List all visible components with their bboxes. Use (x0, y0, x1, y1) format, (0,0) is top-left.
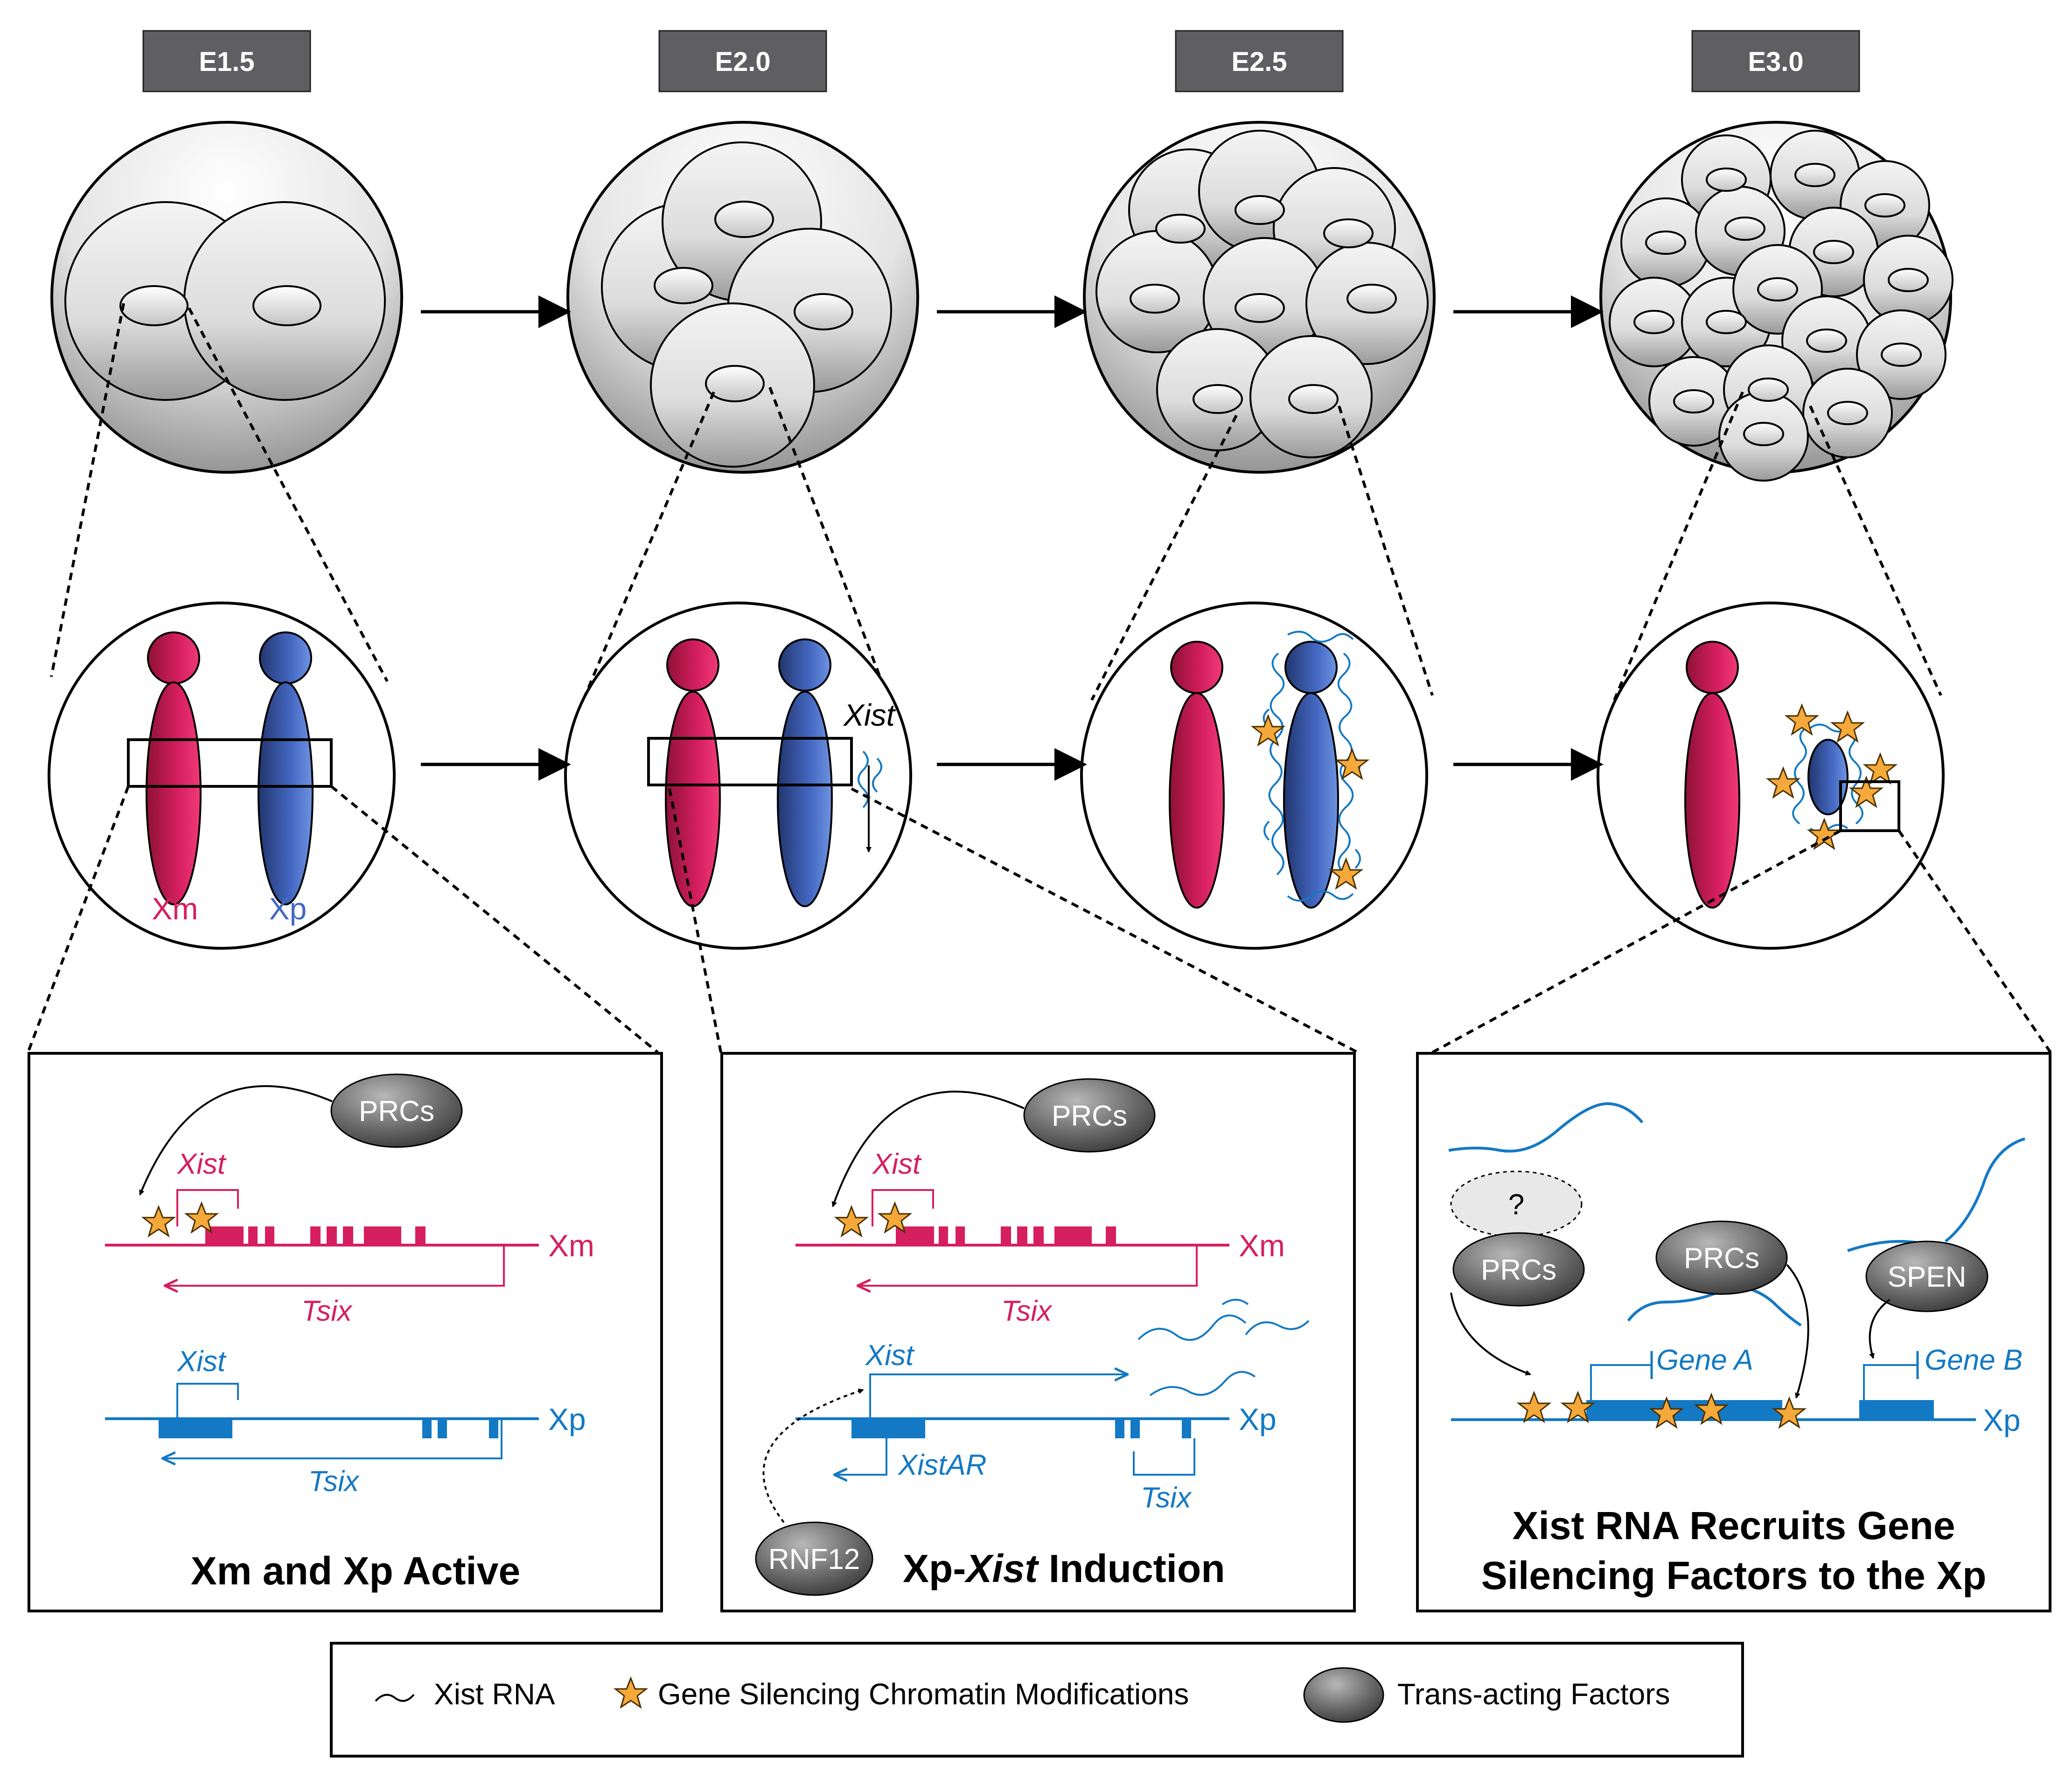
legend-silencing: Gene Silencing Chromatin Modifications (658, 1677, 1189, 1711)
prcs-factor: PRCs (1023, 1078, 1156, 1153)
legend-xist-rna: Xist RNA (434, 1677, 555, 1711)
xp-chromosome (1283, 641, 1339, 909)
xp-gene-track: Xist XistAR Tsix Xp (795, 1299, 1310, 1514)
prcs-factor-label: PRCs (1481, 1254, 1556, 1286)
unknown-factor: ? (1450, 1170, 1583, 1238)
stage-label-e30: E3.0 (1691, 30, 1860, 92)
caption-suffix: Induction (1038, 1547, 1225, 1590)
caption-prefix: Xp- (903, 1547, 966, 1590)
embryo-8-cell (1083, 121, 1436, 474)
tsix-gene-label: Tsix (1141, 1482, 1192, 1514)
xp-gene-track: Gene A Gene B Xp (1451, 1344, 2023, 1437)
embryo-16-cell (1599, 121, 1953, 482)
caption-italic: Xist (964, 1547, 1039, 1590)
gene-a-label: Gene A (1656, 1344, 1753, 1376)
legend-factors: Trans-acting Factors (1397, 1677, 1670, 1711)
xm-strand-label: Xm (548, 1228, 594, 1263)
xp-chromosome (777, 638, 833, 907)
spen-factor: SPEN (1865, 1240, 1988, 1312)
tsix-gene-label: Tsix (301, 1295, 353, 1327)
panel-caption-line1: Xist RNA Recruits Gene (1512, 1504, 1955, 1548)
xp-strand-label: Xp (1239, 1402, 1277, 1436)
xp-gene-track: Xist Tsix Xp (105, 1345, 586, 1498)
stage-label-text: E1.5 (199, 47, 254, 77)
zoom-box (1839, 780, 1900, 832)
xm-strand-label: Xm (1239, 1228, 1285, 1263)
prcs-factor-label: PRCs (1052, 1100, 1127, 1132)
panel-xp-xist-induction: PRCs Xist Tsix Xm (720, 1052, 1356, 1612)
xp-strand-label: Xp (548, 1402, 586, 1436)
spen-factor-label: SPEN (1888, 1261, 1967, 1293)
nucleus-e25 (1080, 602, 1428, 950)
xist-gene-label: Xist (176, 1148, 227, 1180)
xist-label: Xist (843, 698, 896, 732)
rnf12-factor: RNF12 (755, 1521, 873, 1596)
xist-rna-transcripts (1137, 1299, 1310, 1396)
xm-chromosome (665, 638, 721, 907)
xm-chromosome (146, 631, 202, 905)
panel-caption: Xm and Xp Active (191, 1549, 520, 1593)
embryo-2-cell (50, 121, 403, 474)
nucleus-e20: Xist (564, 602, 912, 950)
prcs-factor-label: PRCs (1684, 1242, 1759, 1275)
zoom-box (127, 738, 333, 788)
zoom-lines-bottom (27, 785, 2052, 1054)
prcs-factor: PRCs (330, 1073, 463, 1148)
xm-chromosome (1169, 641, 1225, 909)
xist-rna-wave (872, 757, 882, 793)
panel-caption: Xp-Xist Induction (903, 1547, 1225, 1590)
xist-gene-label: Xist (176, 1345, 227, 1378)
rnf12-factor-label: RNF12 (768, 1543, 860, 1576)
panel-caption-line2: Silencing Factors to the Xp (1481, 1554, 1987, 1597)
prcs-factor-left: PRCs (1452, 1232, 1585, 1307)
prcs-factor-center: PRCs (1655, 1220, 1788, 1295)
stage-label-text: E2.0 (715, 47, 770, 77)
xp-chromosome (258, 631, 314, 905)
unknown-factor-label: ? (1508, 1189, 1524, 1221)
factor-legend-icon (1303, 1667, 1384, 1723)
xm-gene-track: Xist Tsix Xm (795, 1148, 1285, 1327)
xp-label: Xp (269, 891, 307, 926)
stage-label-e20: E2.0 (658, 30, 827, 92)
xp-chromosome-condensed (1807, 739, 1849, 815)
stage-label-text: E2.5 (1231, 47, 1287, 77)
xm-label: Xm (152, 891, 198, 926)
stage-label-text: E3.0 (1748, 47, 1803, 77)
recruit-arrows (1450, 1264, 1891, 1399)
legend: Xist RNA Gene Silencing Chromatin Modifi… (330, 1642, 1744, 1758)
embryo-4-cell (566, 121, 919, 474)
xistar-gene-label: XistAR (897, 1449, 986, 1481)
xist-gene-label: Xist (872, 1148, 922, 1180)
gene-b-label: Gene B (1925, 1344, 2023, 1376)
zoom-box (647, 737, 853, 786)
xist-gene-label: Xist (865, 1339, 915, 1372)
xm-gene-track: Xist Tsix Xm (105, 1148, 594, 1327)
nucleus-e15: Xm Xp (48, 602, 396, 950)
stage-label-e15: E1.5 (142, 30, 311, 92)
nucleus-e30 (1597, 602, 1945, 950)
tsix-gene-label: Tsix (308, 1465, 360, 1498)
stage-label-e25: E2.5 (1175, 30, 1344, 92)
panel-xist-recruits: ? PRCs PRCs SPEN Gene A Gene (1416, 1052, 2051, 1612)
zoom-lines-top (50, 303, 1942, 701)
tsix-gene-label: Tsix (1001, 1295, 1053, 1327)
xp-strand-label: Xp (1983, 1403, 2021, 1437)
prcs-factor-label: PRCs (359, 1095, 434, 1128)
panel-xm-xp-active: PRCs Xist Tsix Xm (28, 1052, 663, 1612)
xist-rna-legend-icon (375, 1694, 415, 1702)
xm-chromosome (1684, 641, 1740, 909)
